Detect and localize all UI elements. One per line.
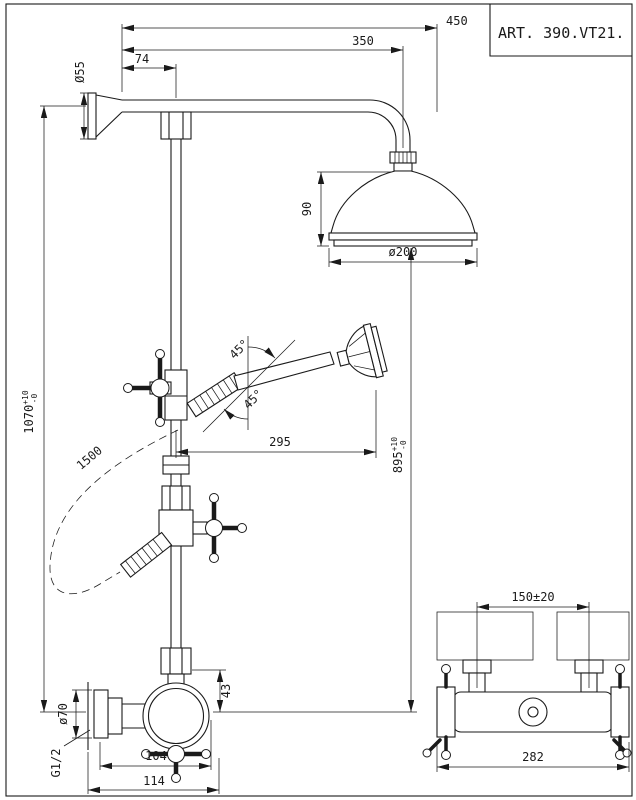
diverter-assembly bbox=[123, 349, 188, 427]
hand-shower bbox=[233, 322, 388, 391]
head-dome bbox=[330, 170, 476, 234]
dim-head-diameter bbox=[328, 248, 478, 267]
dim-head-height-label: 90 bbox=[300, 202, 314, 216]
valve-hex-nut bbox=[160, 647, 192, 675]
outlet-handle-hub bbox=[205, 519, 223, 537]
dim-hose-length-label: 1500 bbox=[74, 443, 105, 472]
head-rim-inner bbox=[333, 239, 473, 247]
wall-section-hatch-right bbox=[556, 611, 630, 661]
dim-valve-width-label: 104 bbox=[145, 749, 167, 763]
dim-flange-diameter bbox=[80, 92, 88, 140]
dim-valve-total-width-label: 114 bbox=[143, 774, 165, 788]
dim-handshower-reach bbox=[175, 390, 377, 458]
thread-leader bbox=[63, 729, 91, 747]
hand-shower-handle bbox=[233, 351, 335, 391]
wall-flange bbox=[87, 92, 123, 140]
valve-body-circle bbox=[142, 682, 210, 750]
head-rim-outer bbox=[328, 232, 478, 241]
title-block-art-number: ART. 390.VT21. bbox=[498, 24, 624, 42]
valve-front-view bbox=[422, 611, 632, 760]
dim-head-diameter-label: ø200 bbox=[389, 245, 418, 259]
dim-union-diameter bbox=[72, 689, 92, 739]
diverter-body bbox=[164, 369, 188, 421]
riser-coupling bbox=[162, 455, 190, 475]
dim-column-height-label: 1070+10-0 bbox=[21, 390, 39, 434]
shower-arm bbox=[122, 99, 411, 152]
hand-shower-head bbox=[336, 322, 388, 379]
union-ring bbox=[107, 697, 123, 735]
valve-handle-hub bbox=[167, 745, 185, 763]
thermostatic-valve-side-view bbox=[87, 647, 211, 783]
drawing-frame bbox=[5, 3, 633, 797]
thread-size-label: G1/2 bbox=[49, 749, 63, 778]
arm-union-nut bbox=[160, 111, 192, 140]
dim-450 bbox=[121, 24, 438, 112]
dim-head-to-valve-label: 895+10-0 bbox=[390, 437, 408, 473]
dim-body-width bbox=[436, 742, 630, 772]
dim-head-to-valve bbox=[213, 248, 417, 713]
hose-outlet-assembly bbox=[119, 485, 247, 578]
dim-handshower-reach-label: 295 bbox=[269, 435, 291, 449]
dim-450-label: 450 bbox=[446, 14, 468, 28]
dim-350 bbox=[122, 46, 404, 148]
dim-350-label: 350 bbox=[352, 34, 374, 48]
outlet-hex-nut bbox=[161, 485, 191, 511]
dim-flange-diameter-label: Ø55 bbox=[73, 61, 87, 83]
dim-74 bbox=[122, 64, 177, 98]
dim-outlet-offset-label: 43 bbox=[219, 684, 233, 698]
diverter-handle-hub bbox=[150, 378, 170, 398]
union-flange bbox=[93, 689, 109, 739]
dim-valve-width bbox=[99, 720, 212, 770]
valve-front-cap-left bbox=[436, 686, 456, 738]
wall-section-hatch-left bbox=[436, 611, 534, 661]
head-collar bbox=[393, 162, 413, 172]
hose-cone-fitting bbox=[119, 531, 173, 578]
dim-union-diameter-label: ø70 bbox=[56, 703, 70, 725]
valve-front-cap-right bbox=[610, 686, 630, 738]
outlet-handle-stem bbox=[192, 521, 208, 535]
valve-center-boss bbox=[518, 697, 548, 727]
dim-inlet-spacing bbox=[476, 602, 590, 688]
dim-column-height bbox=[40, 105, 86, 713]
title-block-border bbox=[489, 4, 632, 57]
dim-74-label: 74 bbox=[135, 52, 149, 66]
overhead-shower-head bbox=[328, 151, 478, 247]
flexible-hose bbox=[49, 429, 179, 595]
angle-annotations bbox=[202, 336, 296, 433]
dim-inlet-spacing-label: 150±20 bbox=[511, 590, 554, 604]
dim-valve-total-width bbox=[87, 752, 220, 794]
dim-head-height bbox=[317, 171, 391, 247]
dim-body-width-label: 282 bbox=[522, 750, 544, 764]
dim-outlet-offset bbox=[192, 669, 226, 712]
